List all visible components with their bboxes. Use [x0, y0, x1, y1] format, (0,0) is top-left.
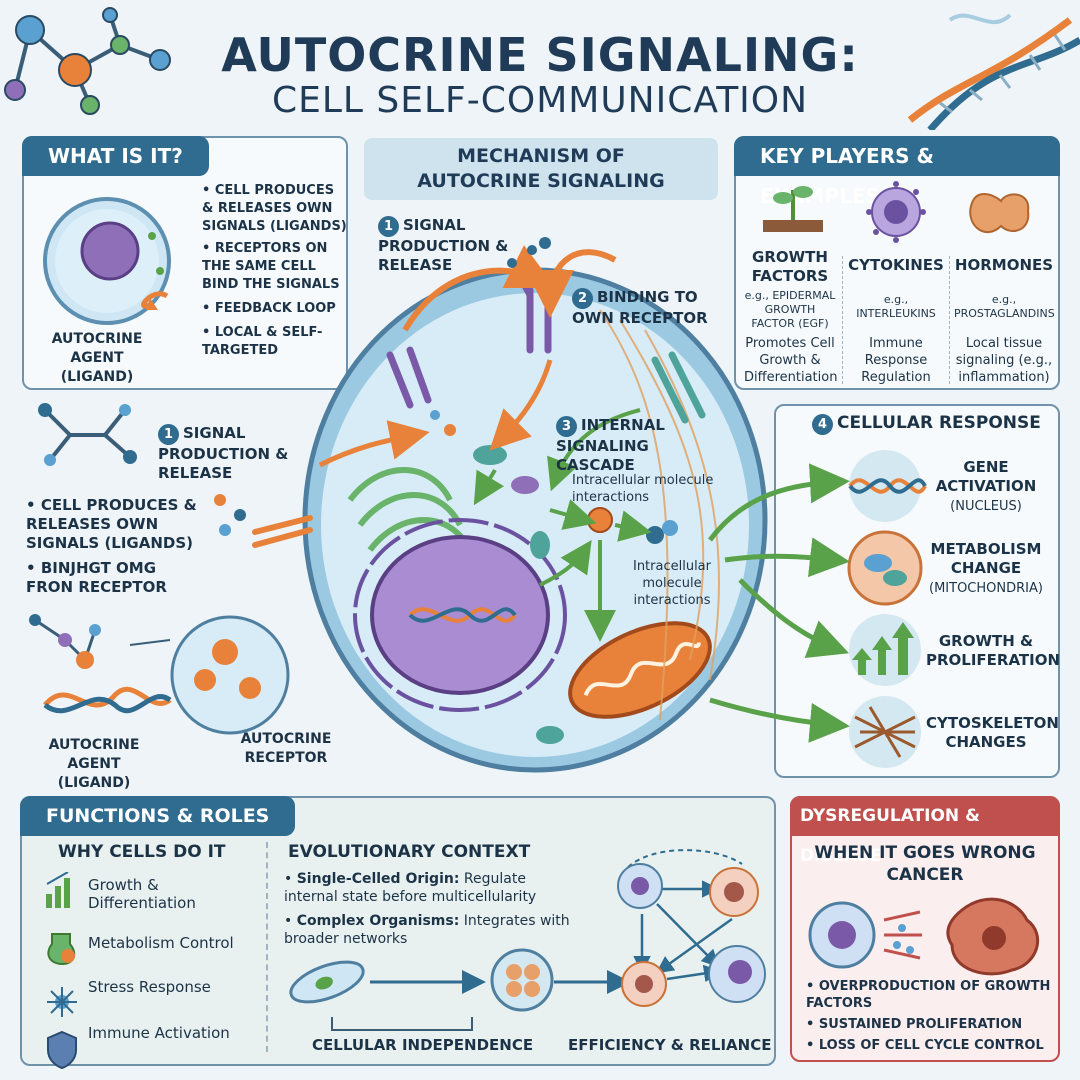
step3-label: INTERNAL SIGNALING CASCADE	[556, 416, 665, 474]
evolution-illustration-icon	[289, 948, 631, 1031]
kp-hormones-title: HORMONES	[954, 256, 1054, 274]
metabolism-flask-icon	[47, 933, 76, 966]
functions-panel: FUNCTIONS & ROLES WHY CELLS DO IT Growth…	[20, 796, 776, 1070]
cell-network-icon	[617, 849, 766, 1007]
growth-arrows-icon	[849, 614, 921, 686]
disease-header: DYSREGULATION & DISEASE	[790, 796, 1060, 866]
left-step-label: SIGNAL PRODUCTION & RELEASE	[158, 424, 289, 482]
what-is-it-panel: WHAT IS IT? • CELL PRODUCES & RELEASES O…	[22, 136, 348, 390]
resp-1-sub: (NUCLEUS)	[950, 499, 1022, 514]
mitochondrion-icon	[568, 621, 712, 719]
evo-bullet-1-bold: Single-Celled Origin:	[296, 871, 460, 887]
receptor-label: AUTOCRINE RECEPTOR	[240, 731, 332, 766]
ligand-molecule-icon	[38, 403, 137, 466]
dna-icon	[848, 450, 927, 522]
kp-cytokines-title: CYTOKINES	[848, 256, 944, 274]
dna-decoration-icon	[907, 13, 1080, 130]
mechanism-header-box: MECHANISM OF AUTOCRINE SIGNALING	[364, 138, 718, 200]
evo-left-caption: CELLULAR INDEPENDENCE	[312, 1036, 534, 1054]
what-agent-label: AUTOCRINE AGENT (LIGAND)	[51, 331, 143, 385]
kp-cytokines-eg: e.g., INTERLEUKINS	[856, 293, 936, 320]
why-item-2: Metabolism Control	[88, 934, 234, 952]
disease-bullet-2: SUSTAINED PROLIFERATION	[818, 1017, 1023, 1032]
gland-icon	[969, 193, 1030, 233]
resp-4-label: CYTOSKELETON CHANGES	[926, 714, 1059, 751]
main-cell-diagram	[302, 237, 768, 773]
receptor-zoom-icon	[29, 614, 290, 735]
stress-network-icon	[47, 987, 77, 1017]
ligand-receptor-pair-icon	[214, 494, 313, 548]
cell-illustration-icon	[43, 197, 171, 325]
plant-icon	[763, 186, 823, 232]
cytokine-cell-icon	[866, 181, 926, 243]
functions-divider	[266, 842, 268, 1052]
step2-label: BINDING TO OWN RECEPTOR	[572, 288, 708, 327]
response-number: 4	[812, 414, 833, 435]
disease-subtitle: WHEN IT GOES WRONG	[814, 843, 1036, 863]
what-bullet-2: RECEPTORS ON THE SAME CELL BIND THE SIGN…	[202, 241, 340, 292]
inner-interactions-label: Intracellular molecule interactions	[632, 559, 711, 608]
response-header: CELLULAR RESPONSE	[837, 413, 1041, 433]
why-item-3: Stress Response	[88, 978, 211, 996]
mechanism-header: MECHANISM OF AUTOCRINE SIGNALING	[417, 145, 665, 192]
cytoskeleton-icon	[849, 696, 921, 768]
resp-3-label: GROWTH & PROLIFERATION	[926, 632, 1061, 669]
kp-hormones-eg: e.g., PROSTAGLANDINS	[954, 293, 1055, 320]
step3-sub: Intracellular molecule interactions	[572, 473, 714, 505]
mitochondria-icon	[847, 530, 923, 606]
resp-2-label: METABOLISM CHANGE	[930, 540, 1042, 577]
disease-panel: DYSREGULATION & DISEASE WHEN IT GOES WRO…	[790, 796, 1060, 1062]
shield-icon	[47, 1030, 77, 1070]
step1-label: SIGNAL PRODUCTION & RELEASE	[378, 216, 509, 274]
key-players-header: KEY PLAYERS & EXAMPLES	[734, 136, 1060, 208]
evo-bullet-2-text: Integrates with broader networks	[284, 913, 570, 947]
kp-growth-desc: Promotes Cell Growth & Differentiation	[744, 336, 838, 385]
why-icons	[46, 872, 77, 1070]
what-bullet-4: LOCAL & SELF-TARGETED	[202, 325, 323, 358]
step1-number: 1	[378, 216, 399, 237]
functions-header: FUNCTIONS & ROLES	[20, 796, 296, 836]
left-agent-label: AUTOCRINE AGENT (LIGAND)	[48, 737, 140, 791]
why-title: WHY CELLS DO IT	[58, 842, 226, 862]
kp-hormones-desc: Local tissue signaling (e.g., inflammati…	[955, 336, 1053, 385]
evo-bullet-1-text: Regulate internal state before multicell…	[284, 871, 537, 905]
evo-bullet-2-bold: Complex Organisms:	[296, 913, 460, 929]
kp-cytokines-desc: Immune Response Regulation	[861, 336, 931, 385]
left-step-number: 1	[158, 424, 179, 445]
left-bullet-2: BINJHGT OMG FRON RECEPTOR	[26, 559, 167, 596]
what-is-it-header: WHAT IS IT?	[22, 136, 209, 176]
title-line1: AUTOCRINE SIGNALING:	[221, 28, 859, 82]
left-bullet-1: CELL PRODUCES & RELEASES OWN SIGNALS (LI…	[26, 496, 197, 552]
disease-bullet-1: OVERPRODUCTION OF GROWTH FACTORS	[806, 979, 1051, 1011]
molecule-decoration-icon	[4, 7, 171, 115]
resp-1-label: GENE ACTIVATION	[935, 458, 1037, 495]
kp-growth-eg: e.g., EPIDERMAL GROWTH FACTOR (EGF)	[744, 289, 836, 330]
step3-number: 3	[556, 416, 577, 437]
response-arrows-icon	[708, 463, 850, 743]
why-item-1: Growth & Differentiation	[88, 876, 196, 912]
resp-2-sub: (MITOCHONDRIA)	[929, 581, 1043, 596]
key-players-panel: KEY PLAYERS & EXAMPLES GROWTH FACTORS e.…	[734, 136, 1060, 390]
what-bullet-1: CELL PRODUCES & RELEASES OWN SIGNALS (LI…	[202, 183, 347, 234]
title-line2: CELL SELF-COMMUNICATION	[271, 80, 809, 121]
kp-growth-title: GROWTH FACTORS	[751, 248, 829, 285]
growth-chart-icon	[46, 872, 70, 908]
step2-number: 2	[572, 288, 593, 309]
evo-title: EVOLUTIONARY CONTEXT	[288, 842, 531, 862]
nucleus-icon	[370, 535, 550, 695]
why-item-4: Immune Activation	[88, 1024, 230, 1042]
evo-right-caption: EFFICIENCY & RELIANCE	[568, 1036, 772, 1054]
disease-bullet-3: LOSS OF CELL CYCLE CONTROL	[818, 1038, 1044, 1053]
cancer-cell-icon	[808, 897, 1040, 976]
what-bullet-3: FEEDBACK LOOP	[214, 301, 336, 316]
disease-subtitle2: CANCER	[886, 865, 964, 885]
